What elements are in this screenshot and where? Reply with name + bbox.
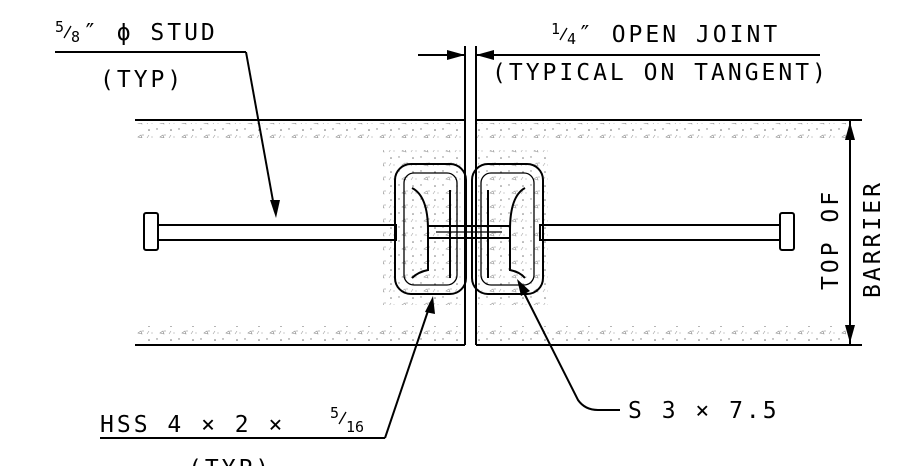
joint-dimension-arrows — [418, 50, 820, 60]
barrier-outline — [135, 119, 862, 346]
hss-title: HSS 4 × 2 × — [100, 412, 285, 438]
s-section-label: S 3 × 7.5 — [628, 398, 780, 424]
hss-label: HSS 4 × 2 × 5 16 (TYP) — [100, 404, 364, 466]
joint-sub: (TYPICAL ON TANGENT) — [492, 60, 829, 86]
hss-frac-num: 5 — [330, 404, 339, 422]
stud-title: ″ ϕ STUD — [83, 20, 218, 46]
barrier-line2: BARRIER — [860, 180, 886, 298]
leader-lines — [55, 51, 620, 439]
stud-frac-den: 8 — [71, 28, 80, 46]
hss-tube-left — [394, 163, 467, 295]
joint-label: 1 4 ″ OPEN JOINT (TYPICAL ON TANGENT) — [492, 20, 829, 86]
stud-label: 5 8 ″ ϕ STUD (TYP) — [55, 18, 218, 93]
barrier-line1: TOP OF — [818, 189, 844, 290]
concrete-hatch — [137, 123, 846, 341]
joint-title: ″ OPEN JOINT — [578, 22, 780, 48]
s-section-beam — [411, 187, 526, 279]
joint-frac-num: 1 — [551, 20, 560, 38]
barrier-label: TOP OF BARRIER — [818, 180, 886, 298]
stud-right — [539, 212, 795, 251]
stud-left — [143, 212, 397, 251]
stud-frac-num: 5 — [55, 18, 64, 36]
hss-frac-den: 16 — [346, 418, 364, 436]
joint-frac-den: 4 — [567, 30, 576, 48]
stud-typ: (TYP) — [100, 67, 184, 93]
hss-tube-right — [471, 163, 544, 295]
s-section-title: S 3 × 7.5 — [628, 398, 780, 424]
hss-typ: (TYP) — [188, 456, 272, 466]
barrier-height-dimension — [845, 120, 855, 345]
